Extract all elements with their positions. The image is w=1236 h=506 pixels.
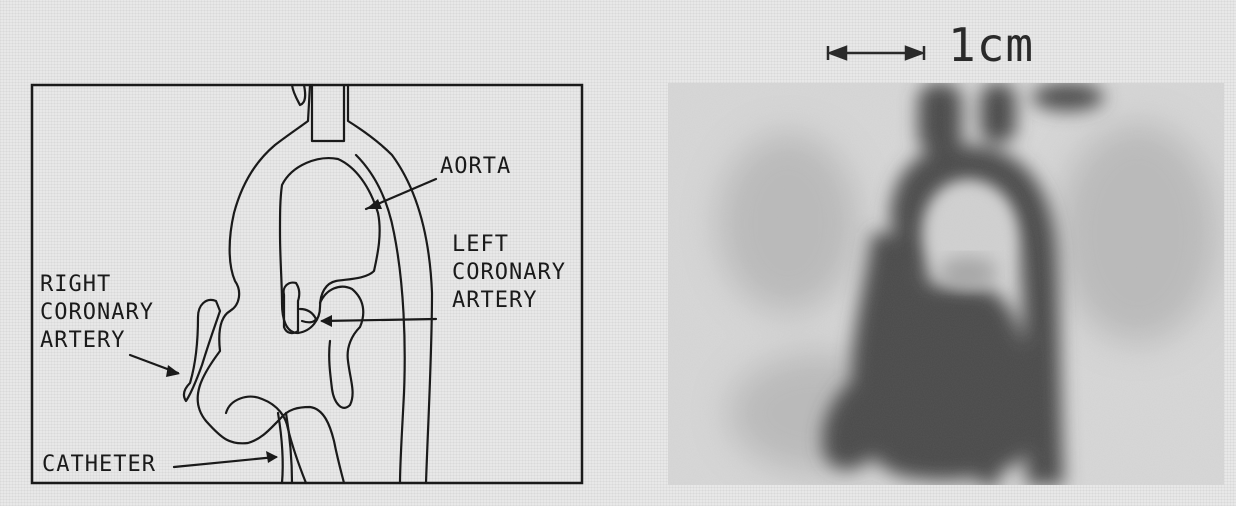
pulmonary-bulge-outline bbox=[320, 287, 363, 408]
brachiocephalic-vessel-outline bbox=[292, 85, 305, 105]
angiogram-radiograph bbox=[668, 83, 1224, 485]
aorta-outer-outline bbox=[198, 85, 344, 483]
right-coronary-label-line2: CORONARY bbox=[40, 301, 154, 325]
scale-bar-label: 1cm bbox=[948, 20, 1034, 70]
left-coronary-leader-line bbox=[322, 319, 436, 321]
aorta-schematic-diagram: AORTA LEFT CORONARY ARTERY RIGHT CORONAR… bbox=[30, 83, 584, 485]
aortic-arch-inner-outline bbox=[280, 158, 380, 333]
aorta-label: AORTA bbox=[440, 155, 511, 179]
carotid-vessel-outline bbox=[312, 85, 344, 141]
left-coronary-artery-branch bbox=[300, 309, 316, 322]
left-coronary-label-line3: ARTERY bbox=[452, 289, 537, 313]
left-coronary-arrowhead bbox=[320, 315, 332, 327]
catheter-line bbox=[278, 413, 292, 483]
radiograph-image bbox=[668, 83, 1224, 485]
right-coronary-artery-outline bbox=[184, 300, 220, 401]
aorta-descending-outline bbox=[348, 85, 432, 483]
right-coronary-label-line1: RIGHT bbox=[40, 273, 111, 297]
right-coronary-arrowhead bbox=[166, 365, 180, 377]
scale-bar-right-arrowhead bbox=[906, 47, 922, 59]
left-coronary-label-line2: CORONARY bbox=[452, 261, 566, 285]
right-coronary-label-line3: ARTERY bbox=[40, 329, 125, 353]
catheter-label: CATHETER bbox=[42, 453, 156, 477]
scale-bar-left-arrowhead bbox=[830, 47, 846, 59]
catheter-leader-line bbox=[174, 457, 276, 467]
catheter-arrowhead bbox=[266, 451, 278, 463]
film-grain bbox=[668, 83, 1224, 485]
left-coronary-label-line1: LEFT bbox=[452, 233, 509, 257]
